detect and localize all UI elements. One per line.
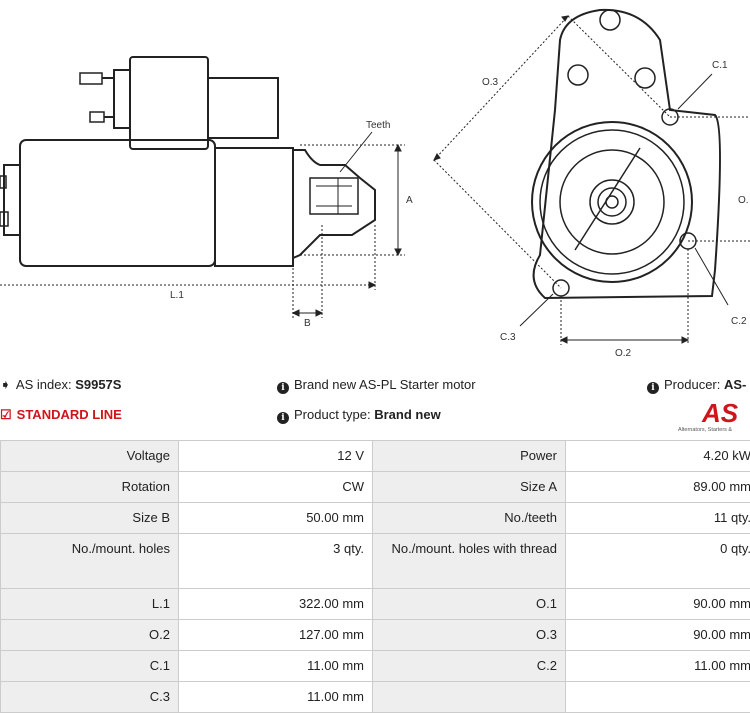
spec-label: Size A bbox=[373, 472, 566, 503]
product-description: i Brand new AS-PL Starter motor bbox=[277, 377, 476, 394]
product-type-value: Brand new bbox=[374, 407, 440, 422]
spec-label: L.1 bbox=[1, 589, 179, 620]
producer: i Producer: AS- bbox=[647, 377, 746, 394]
label-a: A bbox=[406, 195, 413, 206]
mounting-flange bbox=[534, 10, 720, 298]
spec-value: 11.00 mm bbox=[566, 651, 750, 682]
spec-label: O.1 bbox=[373, 589, 566, 620]
solenoid-cap bbox=[208, 78, 278, 138]
label-o1: O. bbox=[738, 195, 749, 206]
spec-value: 90.00 mm bbox=[566, 620, 750, 651]
spec-value: 11.00 mm bbox=[179, 682, 373, 713]
product-type-label: Product type: bbox=[294, 407, 371, 422]
spec-value: 90.00 mm bbox=[566, 589, 750, 620]
producer-label: Producer: bbox=[664, 377, 720, 392]
label-l1: L.1 bbox=[170, 290, 184, 301]
motor-body bbox=[20, 140, 215, 266]
solenoid-end bbox=[114, 70, 130, 128]
spec-label: Size B bbox=[1, 503, 179, 534]
label-c1: C.1 bbox=[712, 60, 728, 71]
spec-label: Voltage bbox=[1, 441, 179, 472]
spec-label: No./mount. holes with thread bbox=[373, 534, 566, 589]
spec-label: C.2 bbox=[373, 651, 566, 682]
description-text: Brand new AS-PL Starter motor bbox=[294, 377, 476, 392]
spec-label: No./mount. holes bbox=[1, 534, 179, 589]
producer-value: AS- bbox=[724, 377, 746, 392]
spec-label: Power bbox=[373, 441, 566, 472]
spec-label: O.2 bbox=[1, 620, 179, 651]
checkbox-icon: ☑ bbox=[0, 407, 12, 423]
producer-logo: AS Alternators, Starters & bbox=[672, 398, 750, 438]
spec-label bbox=[373, 682, 566, 713]
spec-value: 11.00 mm bbox=[179, 651, 373, 682]
spec-label: O.3 bbox=[373, 620, 566, 651]
label-b: B bbox=[304, 318, 311, 329]
spec-value: 12 V bbox=[179, 441, 373, 472]
technical-drawing: Teeth A L.1 B O.3 C.1 bbox=[0, 0, 750, 362]
spec-value: 4.20 kW bbox=[566, 441, 750, 472]
spec-value: 3 qty. bbox=[179, 534, 373, 589]
top-hole bbox=[600, 10, 620, 30]
info-icon: i bbox=[277, 382, 289, 394]
as-index: ➧ AS index: S9957S bbox=[0, 377, 121, 393]
label-teeth: Teeth bbox=[366, 120, 390, 131]
spec-value bbox=[566, 682, 750, 713]
nose-housing bbox=[293, 150, 375, 258]
label-c2: C.2 bbox=[731, 316, 747, 327]
spec-label: No./teeth bbox=[373, 503, 566, 534]
drive-housing bbox=[215, 148, 293, 266]
info-icon: i bbox=[647, 382, 659, 394]
label-c3: C.3 bbox=[500, 332, 516, 343]
tag-icon: ➧ bbox=[0, 377, 11, 393]
spec-label: Rotation bbox=[1, 472, 179, 503]
label-o3: O.3 bbox=[482, 77, 499, 88]
outer-housing-circle bbox=[532, 122, 692, 282]
svg-text:AS: AS bbox=[701, 398, 739, 428]
as-index-label: AS index: bbox=[16, 377, 72, 392]
spec-value: 89.00 mm bbox=[566, 472, 750, 503]
as-index-value: S9957S bbox=[75, 377, 121, 392]
spec-value: 322.00 mm bbox=[179, 589, 373, 620]
spec-value: 11 qty. bbox=[566, 503, 750, 534]
spec-value: 127.00 mm bbox=[179, 620, 373, 651]
product-type: i Product type: Brand new bbox=[277, 407, 441, 424]
line-label: STANDARD LINE bbox=[17, 407, 122, 422]
spec-value: 0 qty. bbox=[566, 534, 750, 589]
pinion-gear bbox=[310, 178, 358, 214]
spec-value: 50.00 mm bbox=[179, 503, 373, 534]
spec-label: C.1 bbox=[1, 651, 179, 682]
info-icon: i bbox=[277, 412, 289, 424]
product-line: ☑ STANDARD LINE bbox=[0, 407, 122, 423]
spec-label: C.3 bbox=[1, 682, 179, 713]
spec-value: CW bbox=[179, 472, 373, 503]
solenoid-body bbox=[130, 57, 208, 149]
label-o2: O.2 bbox=[615, 348, 632, 359]
svg-text:Alternators, Starters &: Alternators, Starters & bbox=[678, 427, 732, 433]
